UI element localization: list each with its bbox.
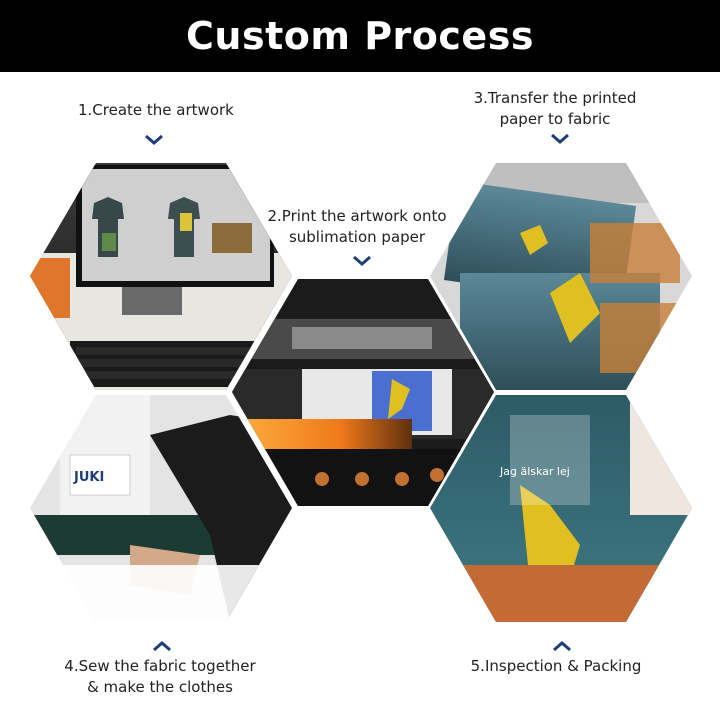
step-1-label: 1.Create the artwork	[78, 100, 234, 121]
juki-logo: JUKI	[73, 470, 104, 485]
page-title: Custom Process	[186, 14, 534, 58]
step-2-label-line-2: sublimation paper	[288, 228, 426, 246]
step-4-photo: JUKI	[30, 395, 292, 622]
step-2-photo	[232, 279, 494, 506]
chevron-down-icon	[353, 255, 371, 266]
chevron-down-icon	[551, 133, 569, 144]
step-4-label-line-1: 4.Sew the fabric together	[64, 657, 256, 675]
step-5-photo: Jag älskar lej	[430, 395, 692, 622]
step-5-label: 5.Inspection & Packing	[466, 656, 646, 677]
step-2-label-line-1: 2.Print the artwork onto	[267, 207, 447, 225]
step-4-label-line-2: & make the clothes	[87, 678, 233, 696]
step-4-label: 4.Sew the fabric together & make the clo…	[60, 656, 260, 698]
step-3-label-line-1: 3.Transfer the printed	[473, 89, 637, 107]
chevron-down-icon	[145, 134, 163, 145]
step-3-label: 3.Transfer the printed paper to fabric	[470, 88, 640, 130]
step-5-label-line: 5.Inspection & Packing	[470, 657, 642, 675]
step-3-label-line-2: paper to fabric	[499, 110, 611, 128]
step-1-label-line: 1.Create the artwork	[78, 101, 234, 119]
step-1-photo	[30, 163, 292, 390]
chevron-up-icon	[153, 641, 171, 652]
shirt-print-text: Jag älskar lej	[499, 465, 570, 478]
step-2-label: 2.Print the artwork onto sublimation pap…	[266, 206, 448, 248]
step-3-photo	[430, 163, 692, 390]
title-banner: Custom Process	[0, 0, 720, 72]
chevron-up-icon	[553, 641, 571, 652]
